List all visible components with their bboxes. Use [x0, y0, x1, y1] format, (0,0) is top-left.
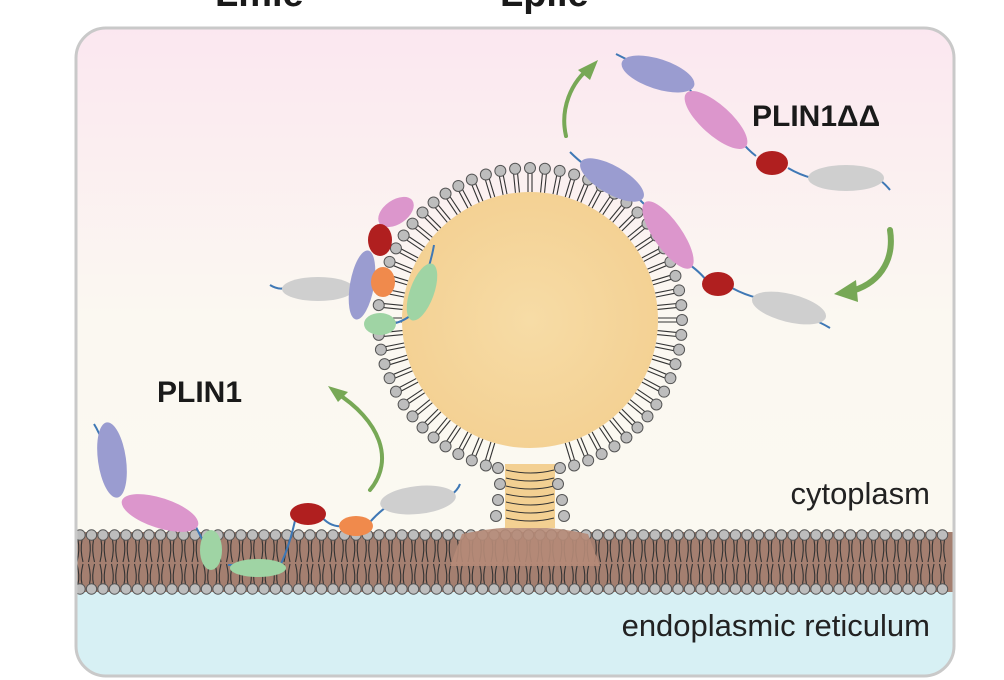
- arrow-plin1-up-head: [328, 386, 348, 402]
- plin1-domain-red: [290, 503, 326, 525]
- plin1-domain-green-b: [230, 559, 286, 577]
- plin1dd-domain-red: [756, 151, 788, 175]
- header-cut-right: Lplle: [500, 0, 589, 15]
- plin1-dl-domain-green-b: [406, 263, 438, 321]
- droplet-neck: [490, 462, 570, 528]
- header-cut-left: Lmle: [215, 0, 304, 15]
- plin1-domain-orange: [339, 516, 373, 536]
- plin1dd-domain-pink: [684, 91, 748, 149]
- arrows: [328, 60, 894, 492]
- plin1-er-bound: [93, 422, 461, 577]
- plin1dd-dl-domain-grey: [751, 291, 827, 325]
- plin1-dl-domain-orange: [371, 267, 395, 297]
- plin1-dl-domain-pink: [378, 196, 414, 228]
- plin1dd-dl-domain-purple: [580, 158, 644, 202]
- plin1-domain-green-a: [200, 530, 222, 570]
- diagram-frame: [74, 26, 956, 678]
- arrow-plin1-up: [333, 390, 385, 492]
- droplet-neck-base: [450, 527, 600, 566]
- plin1dd-domain-purple: [621, 55, 695, 93]
- plin1dd-free: [615, 53, 891, 191]
- plin1dd-dl-domain-pink: [642, 201, 694, 269]
- label-plin1: PLIN1: [157, 376, 242, 409]
- plin1-domain-pink: [121, 494, 199, 532]
- plin1-domain-grey: [380, 485, 456, 515]
- plin1-droplet-bound: [269, 196, 438, 335]
- membrane-lipid-heads: [76, 529, 949, 595]
- plin1-dl-domain-red: [368, 224, 392, 256]
- plin1-dl-domain-grey: [282, 277, 354, 301]
- arrow-dd-leave-head: [578, 60, 598, 80]
- plin1dd-dl-domain-red: [702, 272, 734, 296]
- plin1-dl-domain-green-a: [364, 313, 396, 335]
- arrow-dd-return-head: [834, 280, 858, 302]
- label-cytoplasm: cytoplasm: [790, 476, 930, 511]
- plin1dd-droplet-bound: [569, 151, 831, 329]
- er-lumen: [76, 592, 954, 676]
- lipid-droplet-core: [402, 192, 658, 448]
- label-plin1dd: PLIN1ΔΔ: [752, 100, 880, 133]
- plin1-dl-domain-purple: [348, 250, 376, 320]
- plin1dd-domain-grey: [808, 165, 884, 191]
- plin1-domain-purple: [97, 422, 127, 498]
- label-er: endoplasmic reticulum: [622, 608, 930, 643]
